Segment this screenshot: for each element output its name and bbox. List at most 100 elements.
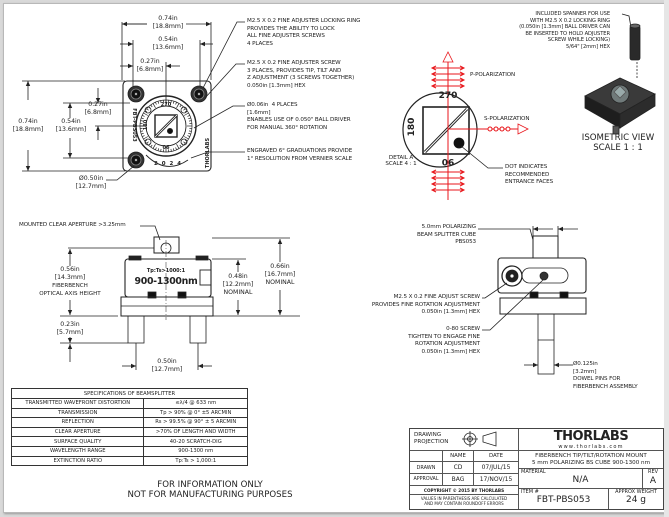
- dim-dial-diameter: Ø0.50in[12.7mm]: [74, 175, 108, 191]
- col-name-header: NAME: [443, 451, 474, 462]
- dial-tick: [188, 132, 191, 135]
- spec-table: SPECIFICATIONS OF BEAMSPLITTER TRANSMITT…: [10, 388, 248, 467]
- dim-total-height: 0.66in[16.7mm]NOMINAL: [262, 263, 298, 287]
- isometric-title: ISOMETRIC VIEW: [581, 133, 655, 143]
- scrollbar[interactable]: [664, 0, 669, 517]
- spec-label: WAVELENGTH RANGE: [10, 445, 145, 457]
- dim-axis-height-in: 0.56in: [60, 266, 80, 273]
- dial-tick: [184, 112, 189, 116]
- p-polarization-label: P-POLARIZATION: [470, 72, 516, 78]
- dial-tick: [175, 102, 177, 105]
- spec-row: CLEAR APERTURE>70% OF LENGTH AND WIDTH: [10, 426, 248, 438]
- dim-height-outer-mm: [18.8mm]: [12, 126, 44, 133]
- spec-label: REFLECTION: [10, 417, 145, 428]
- callout-clear-aperture: MOUNTED CLEAR APERTURE >3.25mm: [19, 222, 126, 228]
- side-view: [478, 226, 587, 375]
- callout-pbs-cube: 5.0mm POLARIZING BEAM SPLITTER CUBE PBS0…: [417, 224, 476, 246]
- dial-tick: [187, 135, 190, 137]
- callout-locking-ring: M2.5 X 0.2 FINE ADJUSTER LOCKING RING PR…: [247, 18, 361, 47]
- dial-tick: [155, 102, 157, 105]
- dim-width-outer-mm: [18.8mm]: [152, 23, 184, 30]
- s-polarization-marker: [499, 126, 505, 132]
- projection-symbol: [462, 431, 497, 447]
- arrowhead: [459, 65, 466, 71]
- dim-height-center-in: 0.27in: [88, 101, 108, 108]
- arrowhead: [459, 83, 466, 89]
- dim-optical-axis-height: 0.56in[14.3mm]FIBERBENCH OPTICAL AXIS HE…: [28, 266, 112, 298]
- engraving-extinction-ratio: Tp:Ts>1000:1: [146, 268, 186, 274]
- approval-name: BAG: [443, 474, 474, 486]
- spec-label: SURFACE QUALITY: [10, 436, 145, 447]
- rev-cell: REV A: [643, 469, 663, 489]
- dim-width-center-in: 0.27in: [140, 58, 160, 65]
- vernier-scale-marks: 2 0 2 4: [153, 161, 183, 167]
- dim-width-center: 0.27in[6.8mm]: [134, 58, 166, 74]
- item-label: ITEM #: [521, 489, 539, 495]
- dial-tick: [142, 115, 145, 117]
- dim-height-inner-mm: [13.6mm]: [55, 126, 87, 133]
- dial-label-270: 270: [160, 102, 172, 108]
- dial-tick: [170, 100, 172, 104]
- dial-tick: [140, 130, 144, 132]
- arrowhead: [459, 175, 466, 181]
- spec-label: EXTINCTION RATIO: [10, 455, 145, 467]
- item-cell: ITEM # FBT-PBS053: [519, 489, 609, 509]
- part-description: FIBERBENCH TIP/TILT/ROTATION MOUNT 5 mm …: [519, 451, 663, 469]
- spec-table-title: SPECIFICATIONS OF BEAMSPLITTER: [11, 388, 248, 399]
- spec-value: 900-1300 nm: [143, 445, 248, 457]
- callout-dowel-pins: Ø0.125in [3.2mm] DOWEL PINS FOR FIBERBEN…: [573, 361, 638, 390]
- spec-row: TRANSMITTED WAVEFRONT DISTORTION≤λ/4 @ 6…: [10, 398, 248, 409]
- spec-value: ≤λ/4 @ 633 nm: [143, 398, 248, 409]
- arrowhead: [459, 187, 466, 193]
- engraving-wavelength-range: 900-1300nm: [134, 276, 198, 287]
- dim-total-height-mm: [16.7mm]: [264, 271, 296, 278]
- dial-tick: [141, 132, 144, 135]
- dim-total-height-note: NOMINAL: [265, 279, 295, 286]
- arrowhead: [430, 169, 437, 175]
- drawn-date: 07/JUL/15: [474, 462, 519, 474]
- dial-tick: [142, 135, 145, 137]
- blank-cell: [410, 451, 443, 462]
- dial-label-180: 180: [143, 119, 149, 131]
- title-block: DRAWING PROJECTION NAME DATE DRAWN CD 07…: [409, 428, 664, 510]
- dial-tick: [172, 101, 175, 104]
- callout-ball-driver-holes: Ø0.06in 4 PLACES [1.6mm] ENABLES USE OF …: [247, 102, 351, 131]
- dim-width-inner-mm: [13.6mm]: [152, 44, 184, 51]
- material-label: MATERIAL: [521, 469, 546, 475]
- callout-set-screw: 0-80 SCREW TIGHTEN TO ENGAGE FINE ROTATI…: [408, 326, 480, 355]
- dim-pin-spacing-mm: [12.7mm]: [151, 366, 183, 373]
- engraving-part-number: FBT-PBS053: [131, 108, 137, 142]
- dim-width-inner: 0.54in[13.6mm]: [149, 36, 187, 52]
- dial-tick: [157, 148, 160, 151]
- dial-tick: [188, 117, 191, 120]
- dim-width-outer-in: 0.74in: [158, 15, 178, 22]
- dial-tick: [176, 103, 180, 108]
- col-date-header: DATE: [474, 451, 519, 462]
- spec-value: Tp:Ts > 1,000:1: [143, 455, 248, 467]
- detail-dial-90: 90: [441, 156, 455, 166]
- arrowhead: [430, 181, 437, 187]
- dial-tick: [141, 117, 144, 120]
- dim-body-height-mm: [12.2mm]: [222, 281, 254, 288]
- dial-tick: [184, 136, 189, 140]
- dim-width-inner-in: 0.54in: [158, 36, 178, 43]
- dim-pin-spacing: 0.50in[12.7mm]: [148, 358, 186, 374]
- callout-spanner: INCLUDED SPANNER FOR USE WITH M2.5 X 0.2…: [519, 11, 610, 50]
- callout-adjuster-screw: M2.5 X 0.2 FINE ADJUSTER SCREW 3 PLACES,…: [247, 60, 355, 89]
- callout-graduations: ENGRAVED 6° GRADUATIONS PROVIDE 1° RESOL…: [247, 148, 353, 162]
- arrowhead: [430, 175, 437, 181]
- dim-pin-length-mm: [5.7mm]: [56, 329, 84, 336]
- dial-tick: [150, 144, 153, 148]
- arrowhead: [459, 77, 466, 83]
- arrowhead: [430, 83, 437, 89]
- dial-tick: [157, 101, 160, 104]
- item-number: FBT-PBS053: [536, 495, 591, 505]
- dim-pin-spacing-in: 0.50in: [157, 358, 177, 365]
- dial-tick: [175, 147, 177, 150]
- dim-height-inner: 0.54in[13.6mm]: [52, 118, 90, 134]
- weight-cell: APPROX WEIGHT 24 g: [609, 489, 663, 509]
- dim-total-height-in: 0.66in: [270, 263, 290, 270]
